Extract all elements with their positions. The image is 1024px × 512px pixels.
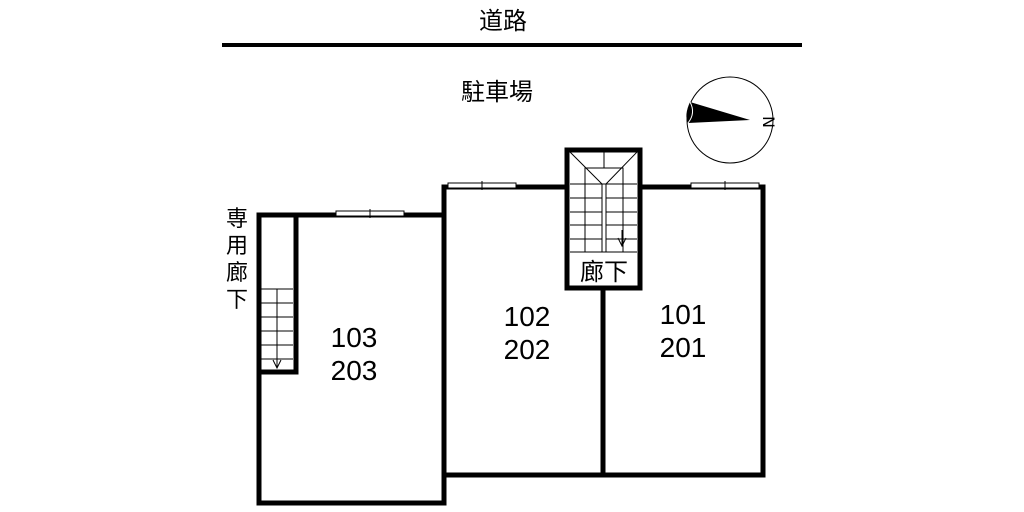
road-label: 道路 xyxy=(479,7,527,35)
unit-number-first: 102 xyxy=(504,301,551,332)
private-corridor-char: 用 xyxy=(226,234,248,259)
window xyxy=(690,181,760,190)
stair-box xyxy=(564,147,643,291)
common-stairs xyxy=(569,151,638,253)
window xyxy=(447,181,517,190)
unit-number-second: 203 xyxy=(331,355,378,386)
private-corridor-char: 専 xyxy=(226,207,248,232)
road-line xyxy=(222,43,802,47)
compass-north-label: N xyxy=(759,116,778,128)
compass-icon: N xyxy=(686,76,778,164)
window xyxy=(335,209,405,218)
unit-number-first: 101 xyxy=(660,299,707,330)
parking-label: 駐車場 xyxy=(461,78,533,106)
private-corridor-char: 下 xyxy=(226,288,248,313)
unit-number-second: 201 xyxy=(660,332,707,363)
unit-number-second: 202 xyxy=(504,334,551,365)
private-stairs xyxy=(261,288,293,370)
corridor-label: 廊下 xyxy=(580,258,628,286)
unit-number-first: 103 xyxy=(331,322,378,353)
private-corridor-char: 廊 xyxy=(226,261,248,286)
